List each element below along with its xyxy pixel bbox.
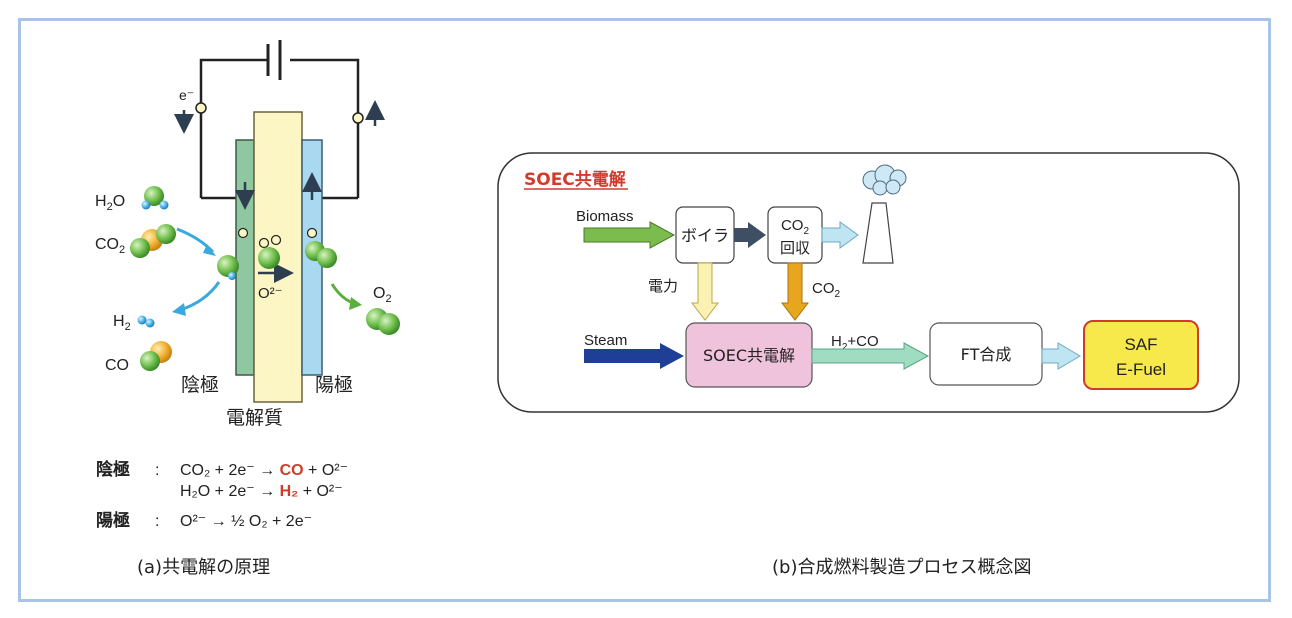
electron-label: e⁻: [179, 87, 194, 103]
soec-box-label: SOEC共電解: [703, 346, 795, 365]
o2-label: O2: [373, 285, 392, 305]
equations: 陰極 : CO₂ + 2e⁻ → CO + O²⁻ H₂O + 2e⁻ → H₂…: [96, 459, 348, 531]
syngas-arrow-icon: [811, 342, 930, 370]
eq2-text: H₂O + 2e⁻ → H₂ + O²⁻: [180, 483, 343, 500]
saf-line1: SAF: [1124, 335, 1157, 354]
co2-molecule: [130, 224, 176, 258]
h2o-label: H2O: [95, 193, 125, 213]
power-arrow-icon: [690, 262, 720, 321]
cathode-layer: [235, 139, 255, 376]
eq3-electrode: 陽極: [96, 510, 130, 531]
figure-frame: [18, 18, 1271, 602]
eq3-text: O²⁻ → ½ O₂ + 2e⁻: [180, 513, 312, 530]
circuit-wire: [199, 58, 360, 198]
biomass-arrow-icon: [583, 221, 676, 249]
saf-box: [1083, 320, 1199, 390]
exhaust-arrow-icon: [734, 222, 766, 248]
co2-label: CO2: [95, 236, 125, 256]
co-molecule: [140, 341, 172, 371]
eq1-text: CO₂ + 2e⁻ → CO + O²⁻: [180, 462, 348, 479]
eq1-electrode: 陰極: [96, 459, 130, 480]
electrolyte-oxygen: [258, 247, 280, 269]
o2-molecule: [366, 308, 400, 335]
figure-b: SOEC共電解 Biomass ボイラ CO2 回収 電力 CO2: [497, 152, 1240, 578]
power-label: 電力: [648, 277, 678, 295]
h2-molecule: [137, 315, 155, 328]
co2-flow-label: CO2: [812, 280, 841, 300]
process-panel: [497, 152, 1240, 413]
adsorbed-molecule: [217, 255, 239, 280]
syngas-label: H2+CO: [831, 333, 879, 353]
product-arrow-icon: [179, 281, 221, 312]
steam-label: Steam: [584, 332, 627, 349]
panel-title: SOEC共電解: [524, 169, 626, 190]
h2o-molecule: [141, 186, 169, 210]
anode-oxygen: [305, 241, 337, 268]
ion-label: O²⁻: [258, 285, 283, 302]
h2-label: H2: [113, 313, 131, 333]
electrolyte-label: 電解質: [226, 407, 283, 429]
ft-label: FT合成: [961, 345, 1012, 364]
eq1-colon: :: [155, 462, 159, 479]
saf-line2: E-Fuel: [1116, 360, 1166, 379]
co2-capture-line1: CO2: [781, 217, 810, 237]
anode-label: 陽極: [315, 374, 353, 396]
co2-capture-line2: 回収: [780, 239, 810, 257]
co2-arrow-icon: [780, 262, 810, 321]
output-arrow-icon: [1041, 342, 1081, 370]
biomass-label: Biomass: [576, 208, 634, 225]
stack-arrow-icon: [821, 221, 859, 249]
caption-b: (b)合成燃料製造プロセス概念図: [772, 556, 1031, 578]
left-terminal: [195, 102, 207, 114]
co-label: CO: [105, 357, 129, 374]
right-terminal: [352, 112, 364, 124]
caption-a: (a)共電解の原理: [137, 557, 270, 578]
boiler-label: ボイラ: [681, 226, 729, 245]
smoke-cloud-icon: [862, 164, 907, 196]
steam-arrow-icon: [584, 343, 684, 369]
cathode-label: 陰極: [181, 374, 219, 396]
eq3-colon: :: [155, 513, 159, 530]
figure-a: e⁻ O²⁻: [95, 40, 400, 578]
chimney-icon: [862, 202, 894, 264]
